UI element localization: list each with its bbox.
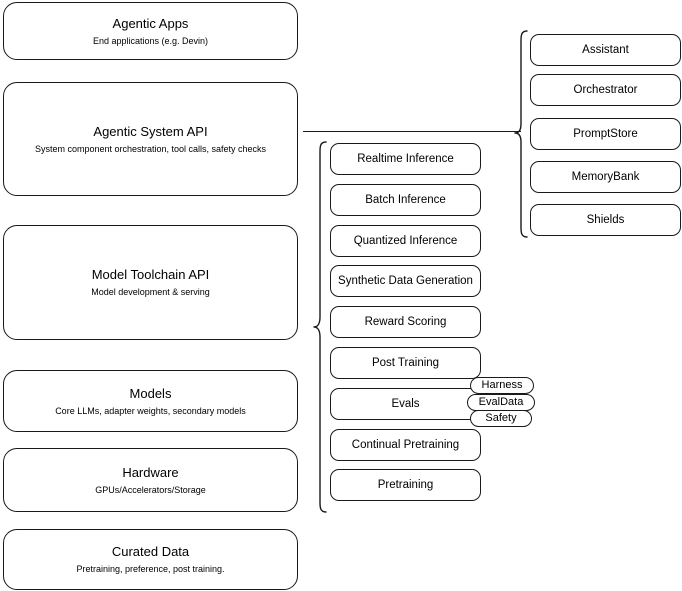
chip-label: Realtime Inference: [357, 153, 454, 165]
badge-safety[interactable]: Safety: [470, 410, 532, 427]
layer-title: Hardware: [122, 464, 179, 480]
chip-quantized-inference[interactable]: Quantized Inference: [330, 225, 481, 257]
layer-box-models[interactable]: Models Core LLMs, adapter weights, secon…: [3, 370, 298, 432]
chip-memorybank[interactable]: MemoryBank: [530, 161, 681, 193]
chip-post-training[interactable]: Post Training: [330, 347, 481, 379]
chip-pretraining[interactable]: Pretraining: [330, 469, 481, 501]
chip-label: Continual Pretraining: [351, 439, 460, 451]
layer-title: Model Toolchain API: [91, 267, 210, 282]
badge-label: Harness: [481, 379, 523, 391]
connector-agentic-system-to-right-brace: [303, 131, 521, 133]
badge-evaldata[interactable]: EvalData: [467, 394, 535, 411]
layer-title: Models: [129, 385, 172, 401]
layer-title: Curated Data: [111, 544, 190, 559]
chip-promptstore[interactable]: PromptStore: [530, 118, 681, 150]
layer-subtitle: System component orchestration, tool cal…: [34, 143, 267, 154]
chip-label: Shields: [586, 214, 625, 226]
chip-orchestrator[interactable]: Orchestrator: [530, 74, 681, 106]
chip-label: Orchestrator: [573, 84, 638, 96]
chip-continual-pretraining[interactable]: Continual Pretraining: [330, 429, 481, 461]
chip-label: PromptStore: [573, 128, 638, 140]
badge-label: EvalData: [478, 396, 524, 408]
layer-subtitle: End applications (e.g. Devin): [92, 35, 209, 46]
chip-shields[interactable]: Shields: [530, 204, 681, 236]
chip-label: Quantized Inference: [353, 235, 458, 247]
chip-reward-scoring[interactable]: Reward Scoring: [330, 306, 481, 338]
chip-label: Batch Inference: [365, 194, 446, 206]
chip-label: Evals: [391, 398, 420, 410]
badge-label: Safety: [485, 412, 517, 424]
layer-subtitle: Pretraining, preference, post training.: [76, 564, 225, 574]
chip-label: Pretraining: [377, 479, 434, 491]
layer-box-agentic-apps[interactable]: Agentic Apps End applications (e.g. Devi…: [3, 2, 298, 60]
layer-box-hardware[interactable]: Hardware GPUs/Accelerators/Storage: [3, 448, 298, 512]
chip-label: Reward Scoring: [364, 316, 447, 328]
layer-box-curated-data[interactable]: Curated Data Pretraining, preference, po…: [3, 529, 298, 590]
layer-subtitle: GPUs/Accelerators/Storage: [95, 484, 206, 495]
brace-model-toolchain: [313, 141, 327, 513]
layer-box-agentic-system-api[interactable]: Agentic System API System component orch…: [3, 82, 298, 196]
chip-label: MemoryBank: [571, 171, 640, 183]
layer-title: Agentic Apps: [112, 15, 189, 31]
layer-subtitle: Core LLMs, adapter weights, secondary mo…: [55, 405, 246, 416]
chip-batch-inference[interactable]: Batch Inference: [330, 184, 481, 216]
chip-evals[interactable]: Evals: [330, 388, 481, 420]
chip-synthetic-data-generation[interactable]: Synthetic Data Generation: [330, 265, 481, 297]
chip-assistant[interactable]: Assistant: [530, 34, 681, 66]
layer-title: Agentic System API: [93, 123, 208, 139]
layer-subtitle: Model development & serving: [91, 287, 210, 297]
badge-harness[interactable]: Harness: [470, 377, 534, 394]
chip-label: Post Training: [371, 357, 440, 369]
layer-box-model-toolchain-api[interactable]: Model Toolchain API Model development & …: [3, 225, 298, 340]
chip-realtime-inference[interactable]: Realtime Inference: [330, 143, 481, 175]
brace-agentic-system: [514, 30, 528, 238]
chip-label: Synthetic Data Generation: [338, 275, 473, 287]
chip-label: Assistant: [582, 44, 629, 56]
